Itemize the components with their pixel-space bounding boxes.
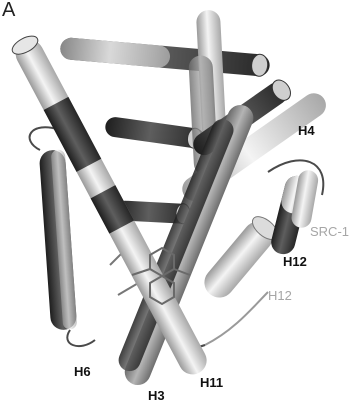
label-h12-dark: H12 <box>283 254 307 269</box>
helix-top-horizontal <box>59 37 270 77</box>
label-src1: SRC-1 <box>310 224 349 239</box>
panel-letter: A <box>2 0 16 21</box>
label-h11: H11 <box>200 375 223 390</box>
label-h12-light: H12 <box>268 288 292 303</box>
helix-mid-horizontal <box>104 116 206 150</box>
helix-h6 <box>39 149 77 330</box>
label-h4: H4 <box>298 123 315 138</box>
label-h3: H3 <box>148 388 165 403</box>
label-h6: H6 <box>74 364 91 379</box>
